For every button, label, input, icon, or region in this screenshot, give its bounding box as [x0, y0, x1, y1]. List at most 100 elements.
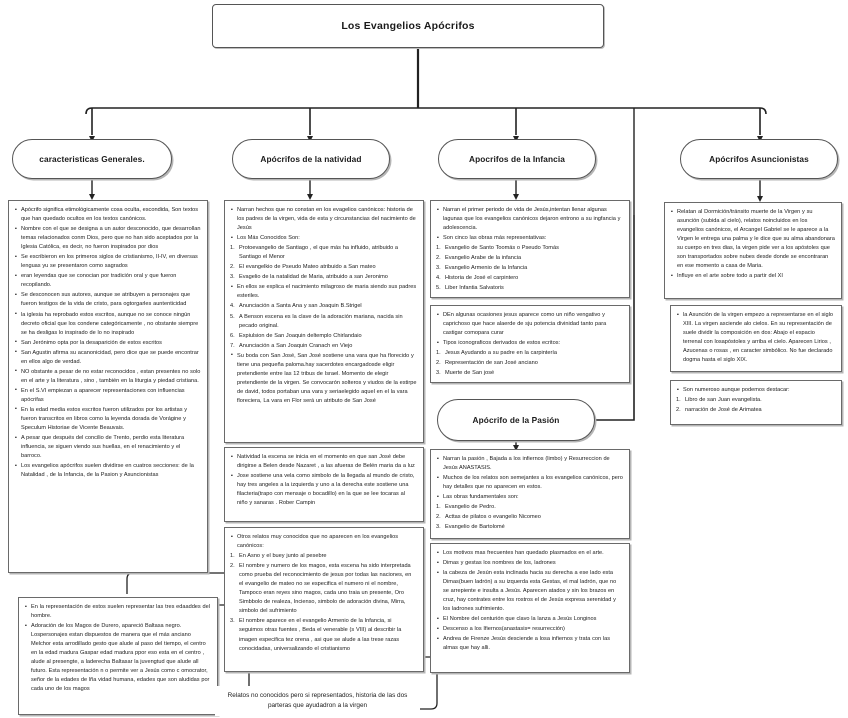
panel-list-item: Son cinco las obras más representativas: [436, 234, 623, 243]
list-item-number: 2. [436, 360, 441, 367]
list-item-number: 1. [230, 245, 235, 252]
branch-node-pasion[interactable]: Apócrifo de la Pasión [437, 399, 595, 441]
branch-node-natividad[interactable]: Apócrifos de la natividad [232, 139, 390, 179]
list-item-number: 2. [436, 255, 441, 262]
panel-list: Otros relatos muy conocidos que no apare… [230, 532, 417, 654]
panel-list-item: Los Más Conocidos Son: [230, 234, 417, 243]
panel-list-item: En ellos se explica el nacimiento milagr… [230, 283, 417, 301]
panel-list-item: Jose sostiene una vela como simbolo de l… [230, 472, 417, 508]
list-item-number: 1. [436, 504, 441, 511]
panel-list-item: 2.El evangelkio de Pseudo Mateo atribuid… [230, 263, 417, 272]
list-item-number: 2. [230, 264, 235, 271]
panel-list-item: 1.En Asno y el buey junto al pesebre [230, 552, 417, 561]
panel-asuncionistas-iconografia: la Asunción de la virgen empezo a repres… [670, 305, 842, 372]
panel-list-item: NO obstante a pesar de no estar reconoci… [14, 367, 201, 386]
panel-list-item: 6.Expiulsion de San Joaquin deltemplo Ch… [230, 332, 417, 341]
branch-label-natividad: Apócrifos de la natividad [260, 154, 362, 164]
panel-list-item: 2.El nombre y numero de los magos, esta … [230, 563, 412, 615]
panel-list-item: Apócrifo significa etimológicamente cosa… [14, 205, 201, 224]
panel-list-item: Adoración de los Magos de Durero, aparec… [24, 622, 211, 694]
panel-pasion-obras: Narran la pasión , Bajada a los infierno… [430, 449, 630, 539]
list-item-number: 6. [230, 332, 235, 339]
list-item-number: 2. [676, 407, 681, 414]
panel-list-item: San Agustin afirma su acanonicidad, pero… [14, 348, 201, 367]
panel-list-item: DEn algunas ocasiones jesus aparece como… [436, 310, 623, 338]
panel-list-item: 1.Libro de san Juan evangelista. [676, 396, 835, 405]
panel-list: Narran la pasión , Bajada a los infierno… [436, 454, 623, 532]
panel-list-item: Narran el primer periodo de vida de Jesú… [436, 205, 623, 233]
panel-list-item: 2.Representación de san José anciano [436, 359, 623, 368]
panel-list: Apócrifo significa etimológicamente cosa… [14, 205, 201, 480]
panel-list-item: Narran la pasión , Bajada a los infierno… [436, 454, 623, 473]
panel-list: Los motivos mas frecuentes han quedado p… [436, 548, 623, 654]
list-item-number: 1. [230, 553, 235, 560]
panel-list-item: Los motivos mas frecuentes han quedado p… [436, 548, 623, 558]
panel-list-item: Su boda con San José, San José sostiene … [230, 351, 417, 406]
panel-list-item: 7.Anunciación a San Joaquin Cranach en V… [230, 342, 417, 351]
panel-asuncionistas-relatos: Relatan al Dormición/tránsito muerte de … [664, 202, 842, 299]
panel-list-item: En la edad media estos escritos fueron u… [14, 405, 201, 433]
list-item-number: 5. [230, 313, 235, 320]
list-item-number: 7. [230, 342, 235, 349]
list-item-number: 3. [436, 265, 441, 272]
root-label: Los Evangelios Apócrifos [341, 20, 475, 32]
panel-list-item: Son numeroso aunque podemos destacar: [676, 385, 835, 395]
panel-list-item: Las obras fundamentales son: [436, 493, 623, 502]
panel-list-item: 3.Evagelio de la natalidad de Maria, atr… [230, 273, 417, 282]
branch-node-generales[interactable]: caracteristicas Generales. [12, 139, 172, 179]
panel-generales: Apócrifo significa etimológicamente cosa… [8, 200, 208, 573]
list-item-number: 4. [230, 303, 235, 310]
panel-list-item: Se escribieron en los primeros siglos de… [14, 253, 201, 271]
panel-list-item: En la representación de estos suelen rep… [24, 602, 211, 621]
panel-list-item: Se desconocen sus autores, aunque se atr… [14, 291, 201, 309]
panel-magos: En la representación de estos suelen rep… [18, 597, 218, 715]
panel-list-item: Los evangelios apócrifos suelen dividirs… [14, 462, 201, 480]
caption-text: Relatos no conocidos pero si representad… [227, 692, 408, 709]
list-item-number: 2. [230, 563, 235, 570]
panel-list: Narran el primer periodo de vida de Jesú… [436, 205, 623, 293]
list-item-number: 2. [436, 514, 441, 521]
panel-list-item: Otros relatos muy conocidos que no apare… [230, 532, 417, 551]
panel-natividad-origenes: Narran hechos que no constan en los evag… [224, 200, 424, 443]
panel-list-item: la iglesia ha reprobado estos escritos, … [14, 310, 201, 338]
panel-list-item: Nombre con el que se designa a un autor … [14, 225, 201, 252]
panel-list-item: 2.Evangelio Arabe de la infancia [436, 254, 623, 263]
panel-list: Natividad la escena se inicia en el mome… [230, 452, 417, 508]
panel-list-item: 5.A Benson escena es la clave de la ador… [230, 313, 403, 329]
panel-list-item: Narran hechos que no constan en los evag… [230, 205, 417, 233]
panel-list-item: 5.Liber Infantia Salvatoris [436, 284, 623, 293]
panel-list-item: 4.Anunciación a Santa Ana y san Joaquin … [230, 302, 417, 311]
branch-label-infancia: Apocrifos de la Infancia [469, 154, 565, 164]
panel-asuncionistas-obras: Son numeroso aunque podemos destacar:1.L… [670, 380, 842, 425]
panel-list: DEn algunas ocasiones jesus aparece como… [436, 310, 623, 378]
panel-list-item: la Asunción de la virgen empezo a repres… [676, 310, 835, 365]
branch-label-generales: caracteristicas Generales. [39, 154, 145, 164]
branch-node-asuncionistas[interactable]: Apócrifos Asuncionistas [680, 139, 838, 179]
panel-infancia-obras: Narran el primer periodo de vida de Jesú… [430, 200, 630, 298]
panel-list-item: 3.El nombre aparece en el evangelio Arme… [230, 618, 402, 652]
panel-list-item: la cabeza de Jesún esta inclinada hacia … [436, 569, 623, 614]
panel-list-item: San Jerónimo opta por la desaparición de… [14, 338, 201, 348]
branch-node-infancia[interactable]: Apocrifos de la Infancia [438, 139, 596, 179]
panel-list: Narran hechos que no constan en los evag… [230, 205, 417, 406]
panel-list-item: 1.Jesus Ayudando a su padre en la carpin… [436, 349, 623, 358]
panel-list-item: Dimas y gestas los nombres de los, ladro… [436, 559, 623, 568]
branch-label-asuncionistas: Apócrifos Asuncionistas [709, 154, 809, 164]
panel-list-item: A pesar que después del concilio de Tren… [14, 434, 201, 461]
panel-pasion-motivos: Los motivos mas frecuentes han quedado p… [430, 543, 630, 673]
branch-label-pasion: Apócrifo de la Pasión [472, 415, 560, 425]
panel-natividad-relatos: Otros relatos muy conocidos que no apare… [224, 527, 424, 672]
panel-list-item: El Nombre del centurión que clavo la lan… [436, 615, 623, 624]
panel-list-item: Tipos iconograficos derivados de estos e… [436, 339, 623, 348]
root-node[interactable]: Los Evangelios Apócrifos [212, 4, 604, 48]
list-item-number: 1. [676, 397, 681, 404]
panel-list: la Asunción de la virgen empezo a repres… [676, 310, 835, 365]
caption-natividad-parteras: Relatos no conocidos pero si representad… [215, 686, 420, 716]
panel-list-item: 3.Muerte de San josé [436, 369, 623, 378]
list-item-number: 3. [230, 274, 235, 281]
panel-list-item: Relatan al Dormición/tránsito muerte de … [670, 207, 835, 271]
panel-list-item: Influye en el arte sobre todo a partir d… [670, 272, 835, 281]
panel-list-item: Andrea de Firenze Jesús desciende a losa… [436, 635, 623, 653]
panel-list-item: 2.narración de José de Arimatea [676, 406, 835, 415]
